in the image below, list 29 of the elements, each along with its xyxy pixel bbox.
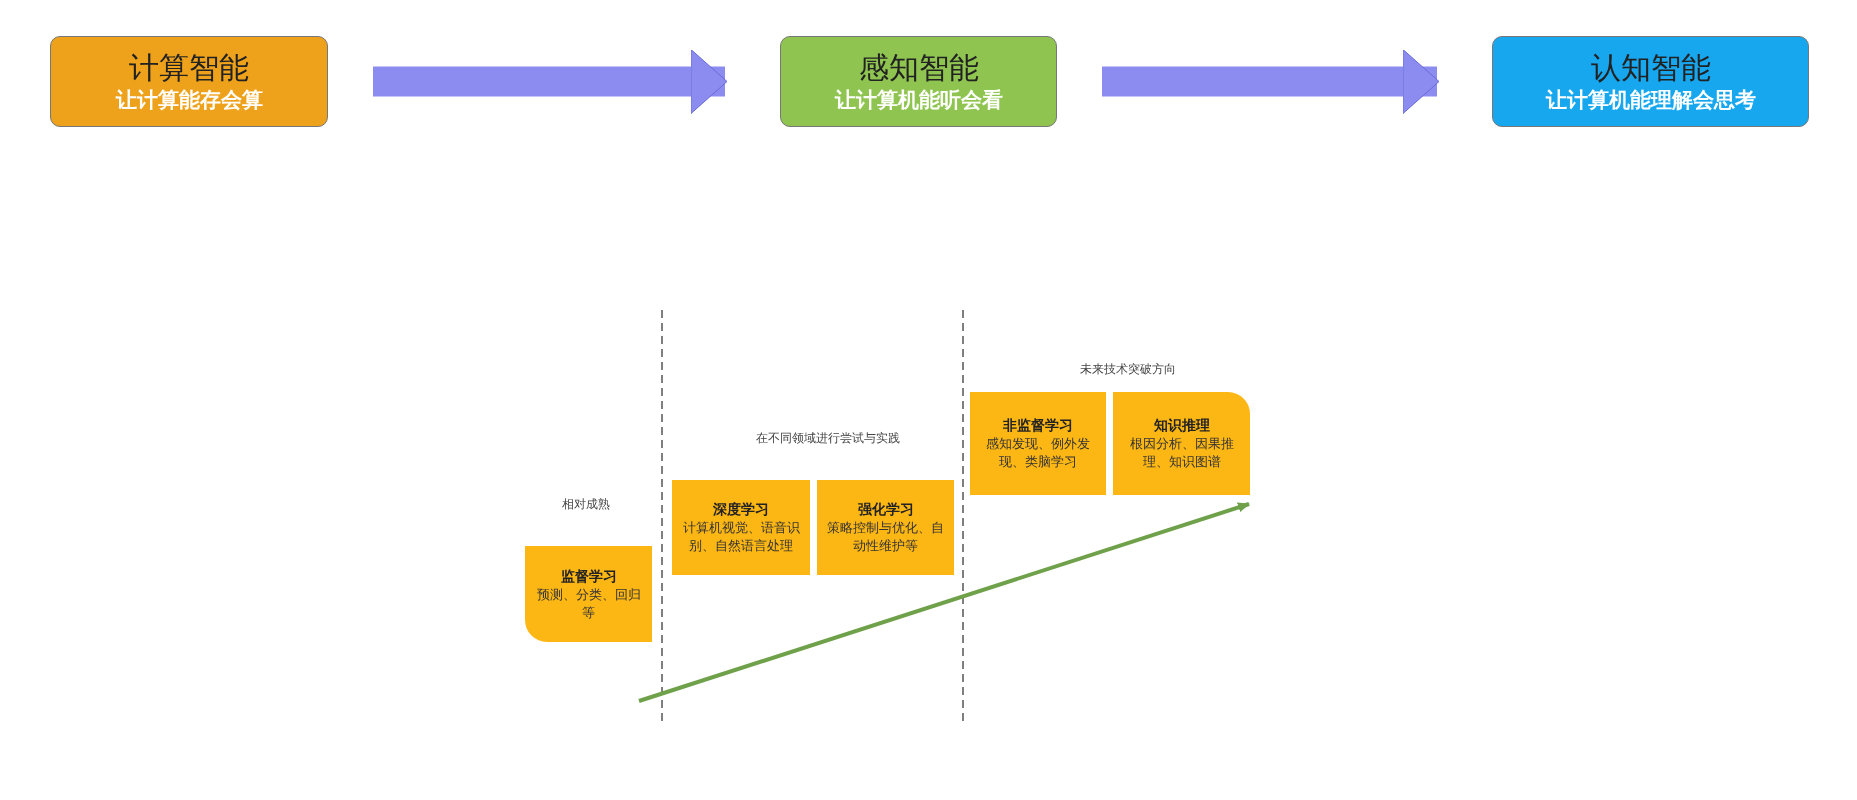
stage-box (1492, 36, 1809, 127)
method-card (970, 392, 1106, 495)
method-description: 感知发现、例外发现、类脑学习 (985, 435, 1091, 471)
method-title: 非监督学习 (1003, 416, 1073, 435)
method-description: 计算机视觉、语音识别、自然语言处理 (681, 519, 801, 555)
method-description: 根因分析、因果推理、知识图谱 (1128, 435, 1235, 471)
stage-label: 相对成熟 (562, 496, 610, 513)
stage-title: 认知智能 (1590, 49, 1711, 86)
method-title: 深度学习 (713, 500, 769, 519)
method-card (817, 480, 954, 575)
stage-label: 在不同领域进行尝试与实践 (756, 430, 900, 447)
stage-subtitle: 让计算能存会算 (115, 86, 263, 114)
method-title: 知识推理 (1153, 416, 1210, 435)
stage-title: 感知智能 (858, 49, 979, 86)
method-title: 监督学习 (560, 566, 617, 586)
method-description: 预测、分类、回归等 (535, 585, 642, 622)
stage-box (50, 36, 328, 127)
method-description: 策略控制与优化、自动性维护等 (826, 519, 945, 555)
method-card (1113, 392, 1250, 495)
stage-subtitle: 让计算机能理解会思考 (1545, 86, 1756, 114)
stage-label: 未来技术突破方向 (1080, 361, 1176, 378)
arrow (373, 49, 728, 114)
arrow (1102, 49, 1440, 114)
method-title: 强化学习 (857, 500, 914, 519)
stage-subtitle: 让计算机能听会看 (834, 86, 1003, 114)
method-card (672, 480, 810, 575)
stage-box (780, 36, 1057, 127)
method-card (525, 546, 652, 642)
stage-title: 计算智能 (129, 49, 249, 86)
